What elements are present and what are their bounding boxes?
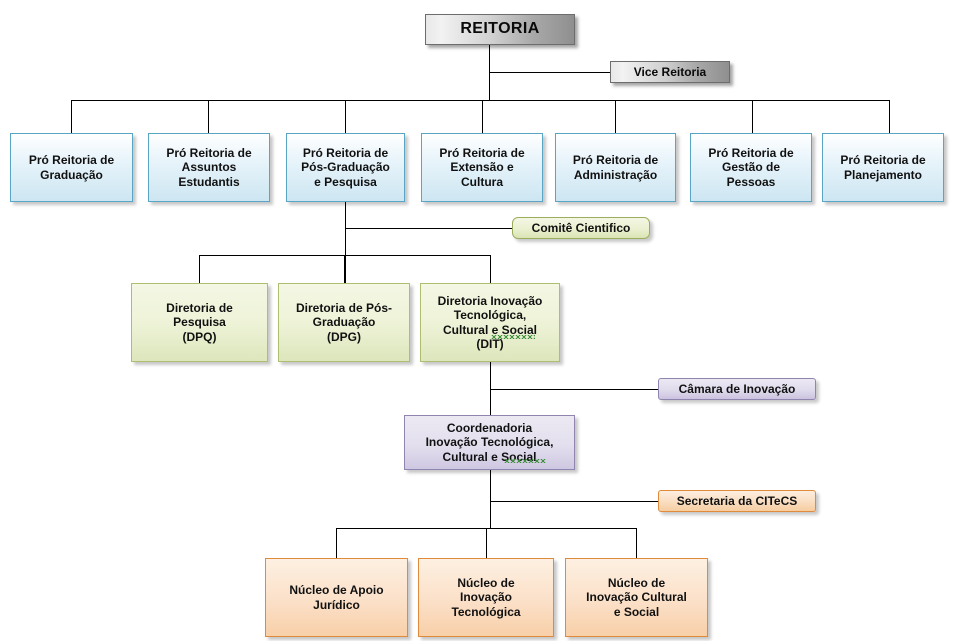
grammar-squiggle-dit: [491, 335, 535, 339]
connector-drop-pro-6: [752, 100, 753, 133]
connector-drop-pro-7: [889, 100, 890, 133]
node-pro-reitoria-assuntos-estudantis-label: Pró Reitoria de Assuntos Estudantis: [166, 146, 252, 189]
node-pro-reitoria-graduacao[interactable]: Pró Reitoria de Graduação: [10, 133, 133, 202]
connector-dit-trunk: [490, 362, 491, 415]
node-pro-reitoria-gestao-pessoas[interactable]: Pró Reitoria de Gestão de Pessoas: [690, 133, 812, 202]
node-diretoria-pesquisa-label: Diretoria de Pesquisa (DPQ): [166, 301, 233, 344]
node-diretoria-pesquisa[interactable]: Diretoria de Pesquisa (DPQ): [131, 283, 268, 362]
node-nucleo-inovacao-cultural-social-label: Núcleo de Inovação Cultural e Social: [586, 576, 687, 619]
node-secretaria-citecs[interactable]: Secretaria da CITeCS: [658, 490, 816, 512]
connector-drop-pro-4: [482, 100, 483, 133]
node-pro-reitoria-gestao-pessoas-label: Pró Reitoria de Gestão de Pessoas: [708, 146, 794, 189]
node-pro-reitoria-planejamento[interactable]: Pró Reitoria de Planejamento: [822, 133, 944, 202]
node-pro-reitoria-administracao-label: Pró Reitoria de Administração: [572, 153, 659, 182]
node-pro-reitoria-assuntos-estudantis[interactable]: Pró Reitoria de Assuntos Estudantis: [148, 133, 270, 202]
node-coordenadoria-label: Coordenadoria Inovação Tecnológica, Cult…: [425, 421, 554, 464]
connector-comite-branch: [345, 228, 512, 229]
node-vice-reitoria-label: Vice Reitoria: [633, 64, 707, 79]
node-coordenadoria[interactable]: Coordenadoria Inovação Tecnológica, Cult…: [404, 415, 575, 470]
node-pro-reitoria-administracao[interactable]: Pró Reitoria de Administração: [555, 133, 676, 202]
node-diretoria-inovacao-tecnologica-label: Diretoria Inovação Tecnológica, Cultural…: [437, 294, 543, 351]
connector-drop-pro-2: [208, 100, 209, 133]
node-pro-reitoria-pos-graduacao-pesquisa-label: Pró Reitoria de Pós-Graduação e Pesquisa: [301, 146, 390, 189]
connector-drop-pro-3: [345, 100, 346, 133]
connector-posgrad-trunk: [345, 202, 346, 283]
node-pro-reitoria-pos-graduacao-pesquisa[interactable]: Pró Reitoria de Pós-Graduação e Pesquisa: [286, 133, 405, 202]
connector-reitoria-vice: [489, 72, 610, 73]
node-reitoria-label: REITORIA: [460, 20, 540, 38]
node-reitoria[interactable]: REITORIA: [425, 14, 575, 45]
node-nucleo-apoio-juridico-label: Núcleo de Apoio Jurídico: [289, 583, 384, 612]
connector-coordenadoria-trunk: [490, 470, 491, 528]
node-comite-cientifico-label: Comitê Cientifico: [531, 220, 631, 235]
connector-drop-diretoria-1: [199, 255, 200, 283]
connector-drop-nucleo-1: [336, 528, 337, 558]
connector-drop-pro-5: [615, 100, 616, 133]
connector-drop-diretoria-2: [344, 255, 345, 283]
node-vice-reitoria[interactable]: Vice Reitoria: [610, 61, 730, 83]
connector-pro-reitoria-bus: [71, 100, 890, 101]
node-nucleo-inovacao-tecnologica[interactable]: Núcleo de Inovação Tecnológica: [418, 558, 554, 637]
node-pro-reitoria-extensao-cultura[interactable]: Pró Reitoria de Extensão e Cultura: [421, 133, 543, 202]
node-diretoria-inovacao-tecnologica[interactable]: Diretoria Inovação Tecnológica, Cultural…: [420, 283, 560, 362]
connector-camara-branch: [490, 389, 658, 390]
node-pro-reitoria-planejamento-label: Pró Reitoria de Planejamento: [840, 153, 926, 182]
node-nucleo-apoio-juridico[interactable]: Núcleo de Apoio Jurídico: [265, 558, 408, 637]
connector-reitoria-trunk: [489, 45, 490, 101]
connector-drop-pro-1: [71, 100, 72, 133]
connector-drop-diretoria-3: [490, 255, 491, 283]
node-secretaria-citecs-label: Secretaria da CITeCS: [676, 493, 798, 508]
node-nucleo-inovacao-tecnologica-label: Núcleo de Inovação Tecnológica: [451, 576, 521, 619]
node-nucleo-inovacao-cultural-social[interactable]: Núcleo de Inovação Cultural e Social: [565, 558, 708, 637]
node-pro-reitoria-extensao-cultura-label: Pró Reitoria de Extensão e Cultura: [439, 146, 525, 189]
connector-drop-nucleo-2: [486, 528, 487, 558]
grammar-squiggle-coordenadoria: [504, 459, 546, 463]
node-camara-inovacao[interactable]: Câmara de Inovação: [658, 378, 816, 400]
connector-drop-nucleo-3: [636, 528, 637, 558]
node-diretoria-pos-graduacao[interactable]: Diretoria de Pós- Graduação (DPG): [278, 283, 410, 362]
node-diretoria-pos-graduacao-label: Diretoria de Pós- Graduação (DPG): [295, 301, 393, 344]
node-comite-cientifico[interactable]: Comitê Cientifico: [512, 217, 650, 239]
node-pro-reitoria-graduacao-label: Pró Reitoria de Graduação: [28, 153, 115, 182]
connector-secretaria-branch: [490, 501, 658, 502]
node-camara-inovacao-label: Câmara de Inovação: [678, 381, 796, 396]
